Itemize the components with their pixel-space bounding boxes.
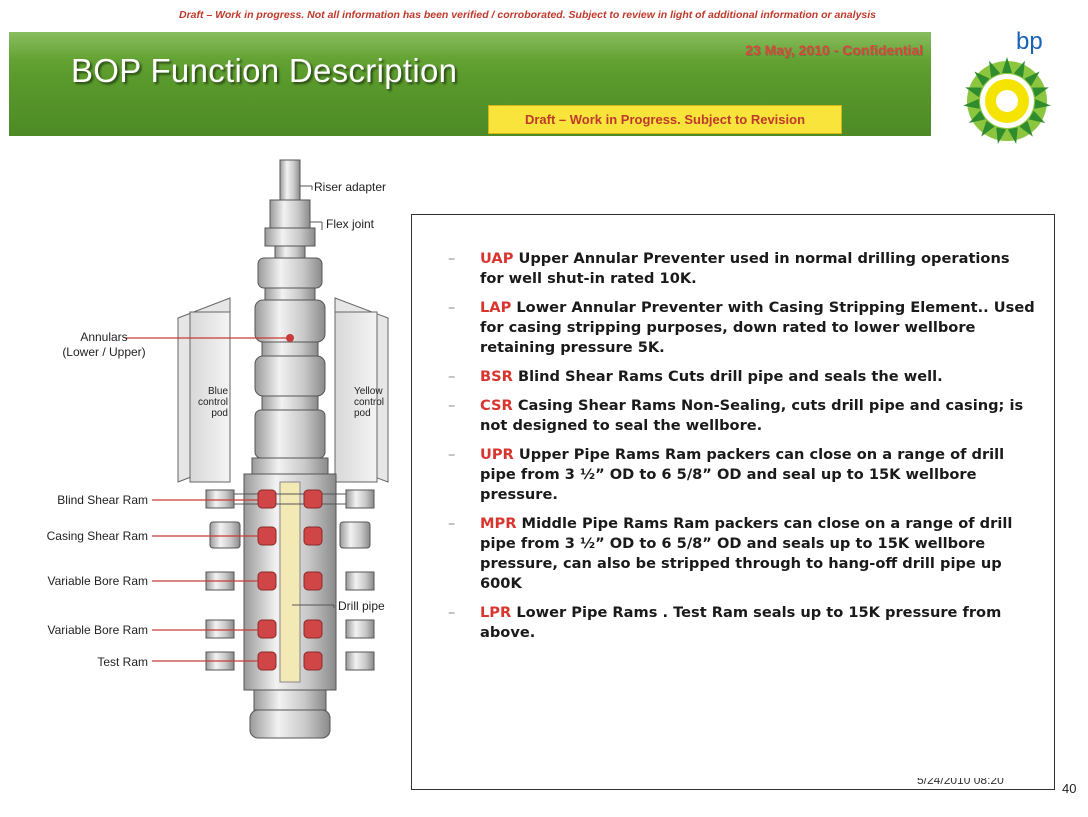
drill-pipe-label: Drill pipe bbox=[338, 599, 385, 613]
bullet-dash: – bbox=[448, 397, 456, 414]
blind-shear-ram-row bbox=[205, 489, 375, 509]
bullet-text: Casing Shear Rams Non-Sealing, cuts dril… bbox=[480, 397, 1024, 434]
bullet-text: Lower Annular Preventer with Casing Stri… bbox=[480, 299, 1035, 356]
bullet-dash: – bbox=[448, 446, 456, 463]
bullet-abbr: BSR bbox=[480, 368, 513, 385]
top-leader-lines bbox=[292, 185, 335, 608]
footer-timestamp-text: 5/24/2010 08:20 bbox=[917, 778, 1004, 787]
bullet-dash: – bbox=[448, 368, 456, 385]
bop-stack-diagram: Riser adapter Flex joint Annulars (Lower… bbox=[0, 150, 420, 770]
yellow-pod-label-line-2: control bbox=[354, 397, 385, 408]
casing-shear-ram-row bbox=[209, 521, 371, 549]
annular-marker bbox=[286, 334, 294, 342]
bullet-text: Upper Annular Preventer used in normal d… bbox=[480, 250, 1010, 287]
draft-banner: Draft – Work in progress. Not all inform… bbox=[179, 9, 876, 21]
bullet-lpr: – LPR Lower Pipe Rams . Test Ram seals up… bbox=[446, 603, 1038, 643]
bullet-lap: – LAP Lower Annular Preventer with Casing… bbox=[446, 298, 1038, 358]
annular-preventers bbox=[254, 257, 326, 459]
blue-pod-label-line-2: control bbox=[197, 397, 228, 408]
bullet-uap: – UAP Upper Annular Preventer used in nor… bbox=[446, 249, 1038, 289]
bullet-csr: – CSR Casing Shear Rams Non-Sealing, cuts… bbox=[446, 396, 1038, 436]
function-bullet-list: – UAP Upper Annular Preventer used in nor… bbox=[446, 249, 1038, 652]
revision-notice: Draft – Work in Progress. Subject to Rev… bbox=[488, 105, 842, 134]
bullet-abbr: LPR bbox=[480, 604, 512, 621]
bullet-text: Lower Pipe Rams . Test Ram seals up to 1… bbox=[480, 604, 1002, 641]
riser-adapter-label: Riser adapter bbox=[314, 180, 387, 194]
annulars-sublabel: (Lower / Upper) bbox=[62, 345, 146, 359]
confidential-date: 23 May, 2010 - Confidential bbox=[745, 42, 923, 58]
test-ram-row bbox=[205, 651, 375, 671]
bullet-dash: – bbox=[448, 250, 456, 267]
annulars-label: Annulars bbox=[80, 330, 128, 344]
blue-pod-label-line-3: pod bbox=[211, 408, 228, 419]
variable-bore-ram-1-row bbox=[205, 571, 375, 591]
variable-bore-ram-2-row bbox=[205, 619, 375, 639]
footer-timestamp: 5/24/2010 08:20 bbox=[917, 778, 1037, 792]
blind-shear-ram-label: Blind Shear Ram bbox=[57, 493, 148, 507]
blue-pod-label: Blue control pod bbox=[192, 386, 228, 419]
flex-joint bbox=[264, 227, 316, 259]
blue-pod-label-line-1: Blue bbox=[207, 386, 228, 397]
bop-stack-drawing bbox=[125, 159, 389, 739]
bullet-text: Blind Shear Rams Cuts drill pipe and sea… bbox=[512, 368, 943, 385]
bp-logo-text: bp bbox=[1016, 28, 1043, 55]
flex-joint-label: Flex joint bbox=[326, 217, 375, 231]
variable-bore-ram-2-label: Variable Bore Ram bbox=[47, 623, 149, 637]
test-ram-label: Test Ram bbox=[97, 655, 148, 669]
bullet-text: Middle Pipe Rams Ram packers can close o… bbox=[480, 515, 1013, 592]
page-title: BOP Function Description bbox=[71, 52, 458, 89]
title-band-sheen bbox=[9, 32, 931, 60]
casing-shear-ram-label: Casing Shear Ram bbox=[46, 529, 148, 543]
bullet-upr: – UPR Upper Pipe Rams Ram packers can clo… bbox=[446, 445, 1038, 505]
yellow-control-pod bbox=[334, 297, 389, 483]
bullet-abbr: UPR bbox=[480, 446, 514, 463]
label-leader-lines bbox=[125, 337, 286, 662]
bullet-dash: – bbox=[448, 299, 456, 316]
blue-control-pod bbox=[177, 297, 231, 483]
title-band: BOP Function Description 23 May, 2010 - … bbox=[9, 32, 931, 136]
function-description-box: – UAP Upper Annular Preventer used in nor… bbox=[411, 214, 1055, 790]
bullet-abbr: CSR bbox=[480, 397, 513, 414]
drill-pipe-bore bbox=[279, 481, 301, 683]
yellow-pod-label-line-3: pod bbox=[354, 408, 371, 419]
bp-helios-logo-icon bbox=[963, 57, 1051, 145]
yellow-pod-label: Yellow control pod bbox=[354, 386, 394, 419]
bullet-abbr: MPR bbox=[480, 515, 517, 532]
bullet-dash: – bbox=[448, 604, 456, 621]
riser-adapter bbox=[269, 159, 311, 229]
bullet-text: Upper Pipe Rams Ram packers can close on… bbox=[480, 446, 1005, 503]
variable-bore-ram-1-label: Variable Bore Ram bbox=[47, 574, 149, 588]
bullet-dash: – bbox=[448, 515, 456, 532]
page-number: 40 bbox=[1062, 781, 1077, 796]
bullet-mpr: – MPR Middle Pipe Rams Ram packers can cl… bbox=[446, 514, 1038, 594]
bullet-abbr: UAP bbox=[480, 250, 514, 267]
bullet-bsr: – BSR Blind Shear Rams Cuts drill pipe an… bbox=[446, 367, 1038, 387]
bullet-abbr: LAP bbox=[480, 299, 512, 316]
yellow-pod-label-line-1: Yellow bbox=[354, 386, 383, 397]
